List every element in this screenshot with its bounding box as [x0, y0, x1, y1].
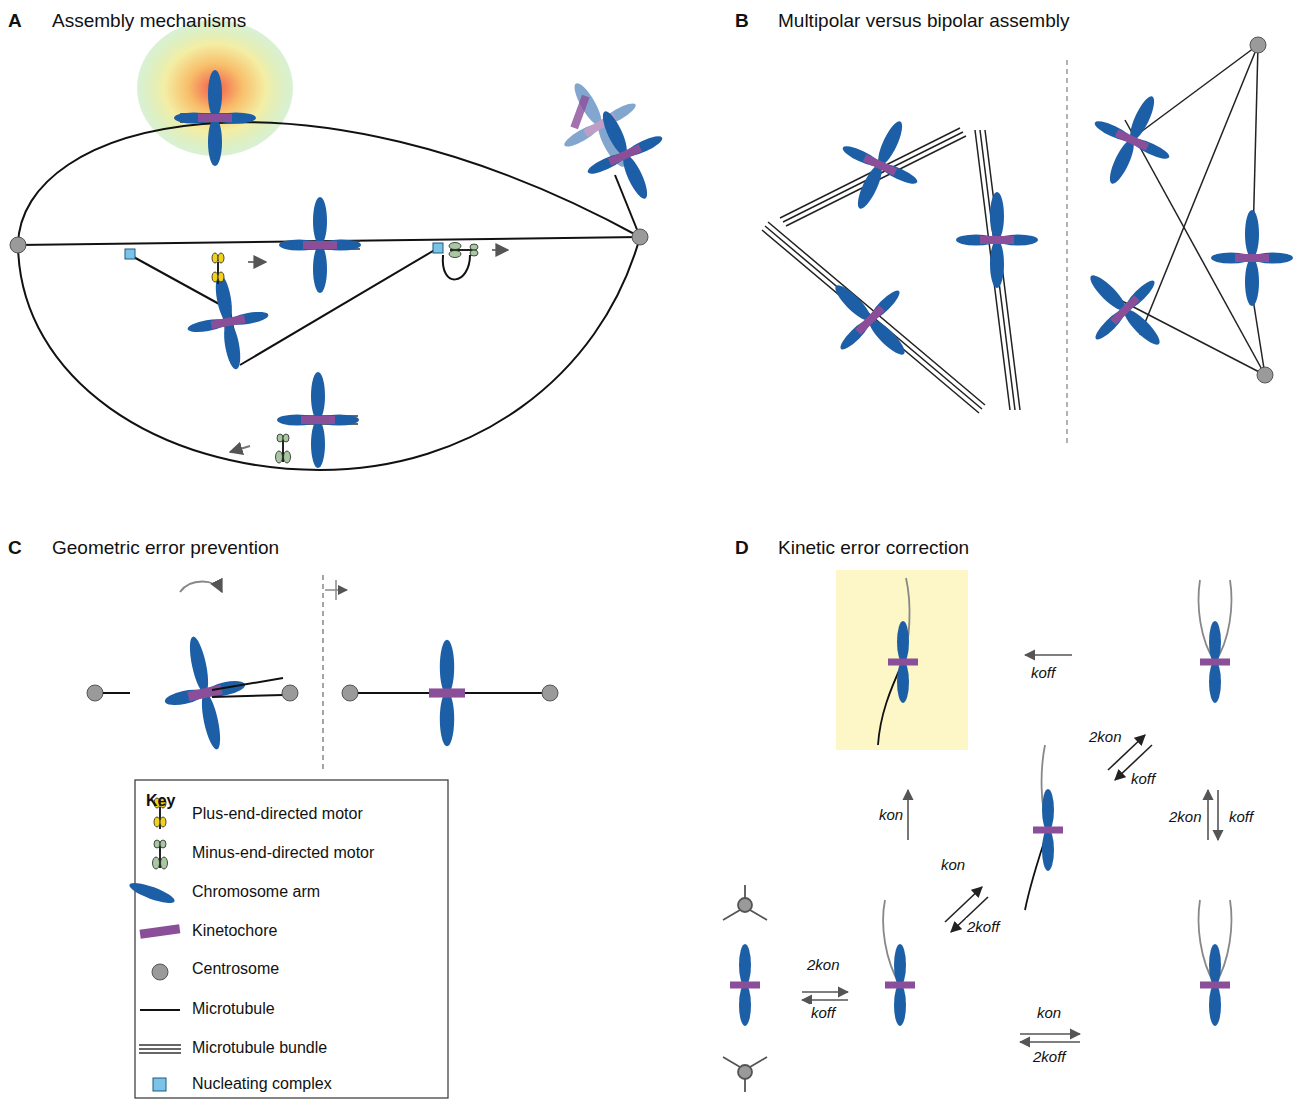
legend-sample: [153, 840, 168, 869]
legend-text: Plus-end-directed motor: [192, 805, 363, 823]
rate-constant: koff: [1030, 664, 1056, 681]
rate-constant: kon: [1036, 1004, 1062, 1021]
rate-constant: koff: [1130, 770, 1156, 787]
rate-constant: koff: [810, 1004, 836, 1021]
rate-constant: 2kon: [1168, 808, 1203, 825]
rate-constant: kon: [878, 806, 904, 823]
rate-constant: 2koff: [966, 918, 1001, 935]
legend-text: Minus-end-directed motor: [192, 844, 374, 862]
panel-title: Kinetic error correction: [778, 537, 969, 559]
legend-sample: [139, 924, 180, 938]
panel-letter: A: [8, 10, 22, 32]
legend-sample: [140, 1010, 180, 1011]
panel-title: Assembly mechanisms: [52, 10, 246, 32]
rate-constant: 2kon: [806, 956, 841, 973]
legend-text: Centrosome: [192, 960, 279, 978]
legend-text: Kinetochore: [192, 922, 277, 940]
panel-d-art: [723, 570, 1231, 1092]
legend-text: Nucleating complex: [192, 1075, 332, 1093]
panel-c-art: [87, 575, 558, 1098]
legend-text: Chromosome arm: [192, 883, 320, 901]
legend-sample: [139, 1045, 181, 1053]
legend-sample: [127, 879, 176, 907]
rate-constant: 2koff: [1032, 1048, 1067, 1065]
panel-letter: D: [735, 537, 749, 559]
legend-sample: [152, 964, 168, 980]
panel-title: Geometric error prevention: [52, 537, 279, 559]
key-heading: Key: [146, 792, 175, 810]
rate-constant: kon: [940, 856, 966, 873]
legend-text: Microtubule bundle: [192, 1039, 327, 1057]
panel-letter: C: [8, 537, 22, 559]
legend-text: Microtubule: [192, 1000, 275, 1018]
rate-constant: 2kon: [1088, 728, 1123, 745]
legend-sample: [153, 1078, 166, 1091]
panel-letter: B: [735, 10, 749, 32]
panel-title: Multipolar versus bipolar assembly: [778, 10, 1069, 32]
panel-a-art: [10, 20, 682, 470]
rate-constant: koff: [1228, 808, 1254, 825]
panel-b-art: [762, 37, 1293, 445]
